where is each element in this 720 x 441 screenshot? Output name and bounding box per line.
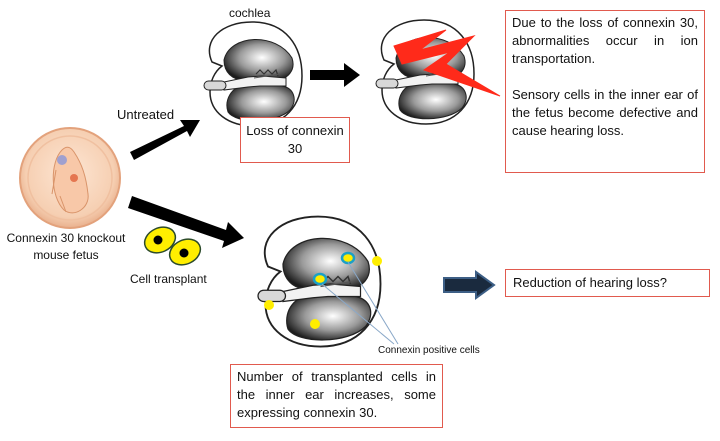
cell-transplant-label: Cell transplant (130, 272, 207, 286)
sensory-defect-text: Sensory cells in the inner ear of the fe… (512, 87, 698, 138)
connexin-pointer-lines (321, 261, 399, 345)
untreated-label: Untreated (117, 107, 175, 122)
reduction-box: Reduction of hearing loss? (505, 269, 710, 297)
ion-transport-text: Due to the loss of connexin 30, abnormal… (512, 15, 698, 66)
fetus-label: Connexin 30 knockout mouse fetus (6, 231, 126, 262)
connexin-positive-cells (312, 251, 356, 286)
cochlea-untreated-drawing (203, 21, 303, 127)
transplant-cells-icon (143, 226, 202, 266)
transplanted-cells-box: Number of transplanted cells in the inne… (230, 364, 443, 428)
arrow-to-untreated (130, 120, 200, 160)
arrow-to-transplant (128, 196, 244, 248)
lightning-bolt-icon (393, 29, 501, 97)
mouse-fetus-illustration (19, 127, 121, 229)
arrow-to-reduction (443, 270, 496, 300)
loss-of-connexin-box: Loss of connexin 30 (240, 117, 350, 163)
connexin-positive-label: Connexin positive cells (378, 345, 480, 356)
transplanted-cells (264, 256, 382, 329)
defect-description-box: Due to the loss of connexin 30, abnormal… (505, 10, 705, 173)
arrow-cochlea-to-defective (310, 63, 360, 87)
cochlea-label: cochlea (229, 6, 271, 20)
